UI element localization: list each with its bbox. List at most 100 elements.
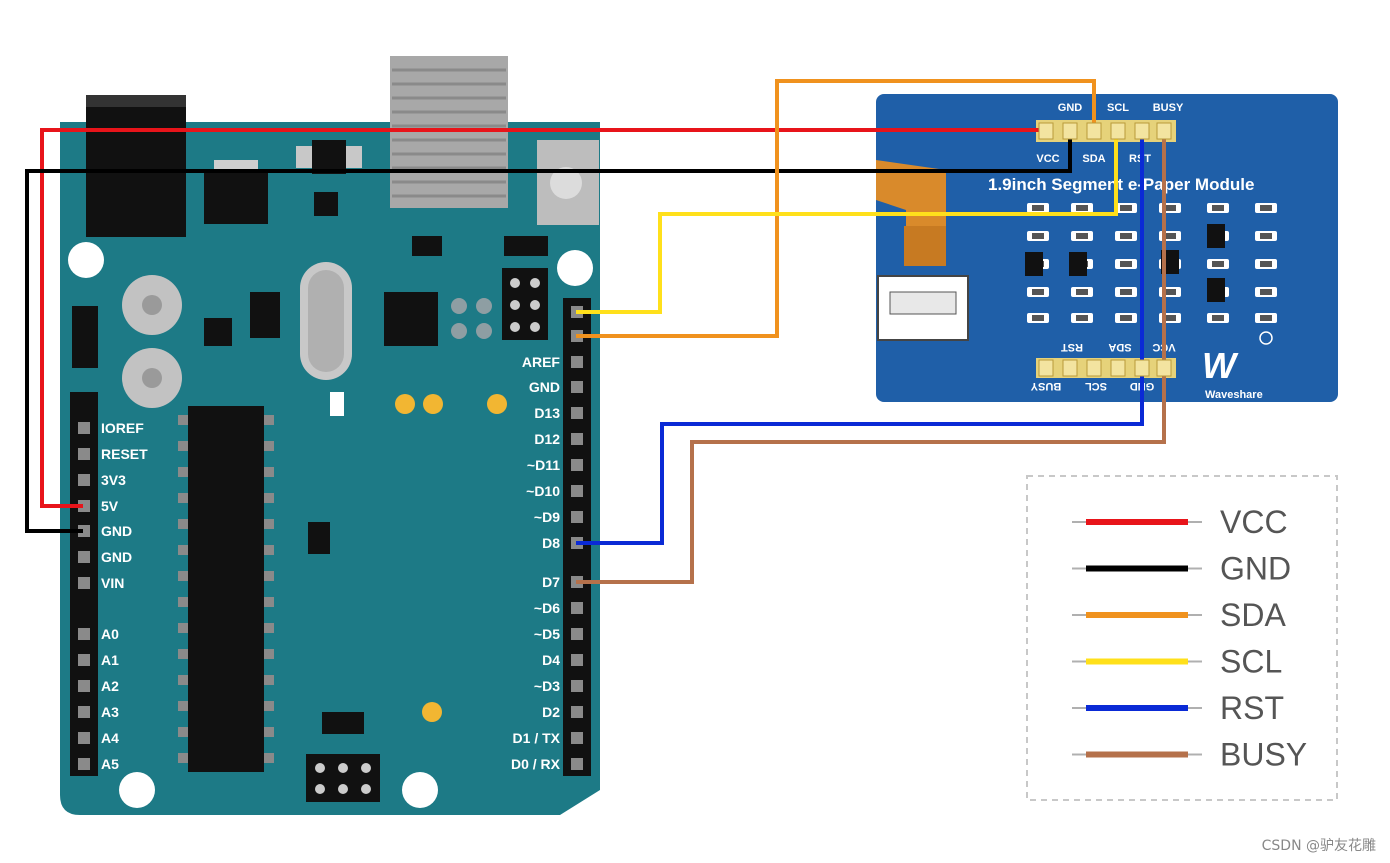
right-pin-label: ~D9 [534,509,560,525]
dip-pad [264,545,274,555]
dip-pad [178,597,188,607]
dip-pad [264,493,274,503]
dip-pad [178,493,188,503]
left-pin-label: A3 [101,704,119,720]
left-pin-label: A1 [101,652,119,668]
pin-pad [571,758,583,770]
pin-pad [571,459,583,471]
pin-pad [78,448,90,460]
pin-pad [78,628,90,640]
left-pin-label: A2 [101,678,119,694]
pin-pad [571,356,583,368]
pin-pad [571,654,583,666]
dip-pad [264,519,274,529]
legend-label: VCC [1220,504,1288,540]
dip-pad [264,441,274,451]
dip-pad [264,727,274,737]
pin-pad [78,551,90,563]
dip-pad [264,467,274,477]
right-pin-label: D4 [542,652,560,668]
header-label: SCL [1085,380,1107,392]
header-pin [1038,359,1054,377]
right-pin-label: D12 [534,431,560,447]
header-label: GND [1058,102,1083,114]
pin-pad [571,680,583,692]
header-pin [1062,359,1078,377]
header-label: SDA [1108,341,1131,353]
header-label: SDA [1082,153,1105,165]
mounting-hole [557,250,593,286]
legend-label: GND [1220,551,1291,587]
legend-item: SCL [1072,644,1282,680]
watermark: CSDN @驴友花雕 [1261,838,1376,854]
wire-sda [576,79,1096,338]
header-pin [1062,122,1078,140]
header-pin [1086,122,1102,140]
wires [25,79,1166,584]
icsp-header [502,268,548,340]
epaper-module: W Waveshare 1.9inch Segment e-Paper Modu… [876,94,1338,402]
pin-pad [571,381,583,393]
header-label: RST [1061,341,1083,353]
left-pin-label: RESET [101,446,148,462]
dip-pad [264,597,274,607]
ic-chip [1207,224,1225,248]
dip-pad [178,753,188,763]
left-pin-label: A4 [101,730,119,746]
pin-pad [78,422,90,434]
left-pin-label: VIN [101,575,124,591]
legend-label: SDA [1220,597,1286,633]
header-pin [1038,122,1054,140]
header-pin [1086,359,1102,377]
dip-pad [264,753,274,763]
right-pin-label: D13 [534,405,560,421]
led [395,394,415,414]
pin-pad [78,654,90,666]
header-pin [1110,122,1126,140]
pin-pad [571,628,583,640]
dip-pad [178,545,188,555]
legend-label: BUSY [1220,737,1307,773]
right-pin-label: GND [529,379,560,395]
right-pin-label: ~D5 [534,626,560,642]
dip-pad [264,649,274,659]
right-pin-label: D2 [542,704,560,720]
dip-pad [264,701,274,711]
header-pin [1156,122,1172,140]
dip-pad [264,415,274,425]
right-pin-label: D7 [542,574,560,590]
pin-pad [571,407,583,419]
pin-pad [78,525,90,537]
dip-pad [178,701,188,711]
right-pin-label: ~D11 [527,457,560,473]
dip-pad [178,441,188,451]
icsp-header-bottom [306,754,380,802]
pin-pad [571,732,583,744]
header-label: VCC [1036,153,1059,165]
header-label: BUSY [1153,102,1184,114]
mounting-hole [68,242,104,278]
left-pin-label: GND [101,549,132,565]
dip-pad [178,571,188,581]
header-label: BUSY [1030,380,1061,392]
header-pin [1110,359,1126,377]
pin-pad [571,706,583,718]
module-title: 1.9inch Segment e-Paper Module [988,175,1254,194]
pin-pad [78,680,90,692]
waveshare-logo: W Waveshare [1202,331,1273,401]
legend-label: RST [1220,690,1284,726]
header-pin [1156,359,1172,377]
legend-item: BUSY [1072,737,1307,773]
right-pin-label: ~D3 [534,678,560,694]
legend-item: RST [1072,690,1284,726]
legend-item: SDA [1072,597,1286,633]
dip-pad [178,727,188,737]
header-pin [1134,122,1150,140]
atmega-chip [188,406,264,772]
right-pin-label: D8 [542,535,560,551]
dip-pad [178,519,188,529]
left-pin-label: GND [101,523,132,539]
left-pin-label: IOREF [101,420,144,436]
